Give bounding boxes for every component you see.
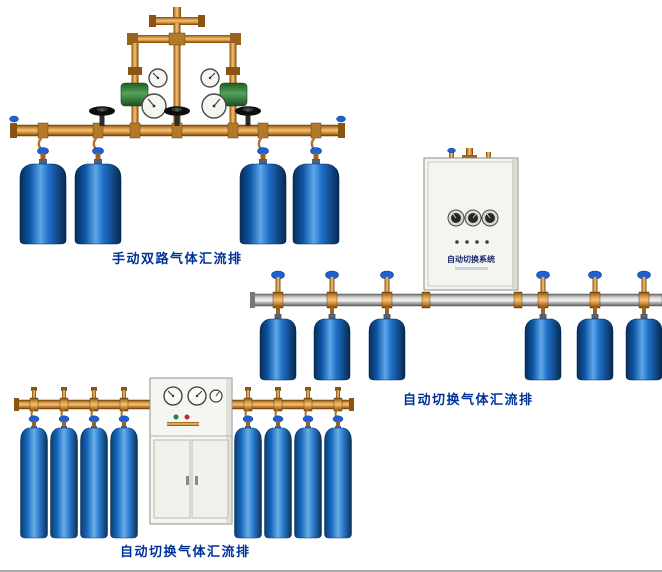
gas-cylinder — [259, 270, 297, 381]
auto-switch-floor-manifold-image — [14, 377, 354, 539]
pressure-gauge — [464, 209, 482, 227]
door-handle — [186, 476, 189, 485]
gas-cylinder — [323, 386, 353, 539]
bottom-divider — [0, 570, 662, 572]
pressure-gauge — [187, 386, 207, 406]
gas-cylinder — [293, 386, 323, 539]
pressure-gauge — [209, 389, 223, 403]
end-valve-knob — [9, 115, 19, 123]
cabinet-door-left — [153, 439, 191, 519]
pressure-gauge — [163, 386, 183, 406]
gas-cylinder — [19, 386, 49, 539]
indicator-light — [475, 240, 479, 244]
pressure-regulator-left — [120, 68, 168, 119]
gas-cylinder — [625, 270, 662, 381]
gas-cylinder — [79, 386, 109, 539]
indicator-green — [173, 414, 179, 420]
gas-cylinder — [233, 386, 263, 539]
door-handle — [195, 476, 198, 485]
valve-handwheel — [164, 106, 190, 126]
caption-auto-switch-wall: 自动切换气体汇流排 — [403, 393, 534, 408]
gas-cylinder — [263, 386, 293, 539]
gas-cylinder — [524, 270, 562, 381]
gas-cylinder — [368, 270, 406, 381]
control-cabinet — [149, 377, 233, 525]
gas-cylinder — [313, 270, 351, 381]
manifold-pipe — [9, 115, 346, 139]
cabinet-label: 自动切换系统 — [447, 254, 495, 264]
indicator-light — [485, 240, 489, 244]
pressure-gauge — [481, 209, 499, 227]
indicator-light — [465, 240, 469, 244]
indicator-red — [184, 414, 190, 420]
pressure-regulator-right — [200, 68, 248, 119]
gas-cylinder — [576, 270, 614, 381]
gas-cylinder — [18, 134, 68, 245]
gas-cylinder — [49, 386, 79, 539]
gas-cylinder — [73, 134, 123, 245]
gas-cylinder — [109, 386, 139, 539]
caption-manual-dual-manifold: 手动双路气体汇流排 — [112, 252, 243, 267]
indicator-light — [455, 240, 459, 244]
caption-auto-switch-floor: 自动切换气体汇流排 — [120, 545, 251, 560]
end-valve-knob — [336, 115, 346, 123]
manual-dual-manifold-image — [9, 7, 346, 245]
control-cabinet: 自动切换系统 — [423, 148, 519, 291]
valve-knob — [447, 148, 456, 154]
valve-handwheel — [235, 106, 261, 126]
auto-switch-wall-manifold-image: 自动切换系统 — [250, 148, 662, 381]
manifold-pipe — [250, 291, 662, 309]
pressure-gauge — [447, 209, 465, 227]
